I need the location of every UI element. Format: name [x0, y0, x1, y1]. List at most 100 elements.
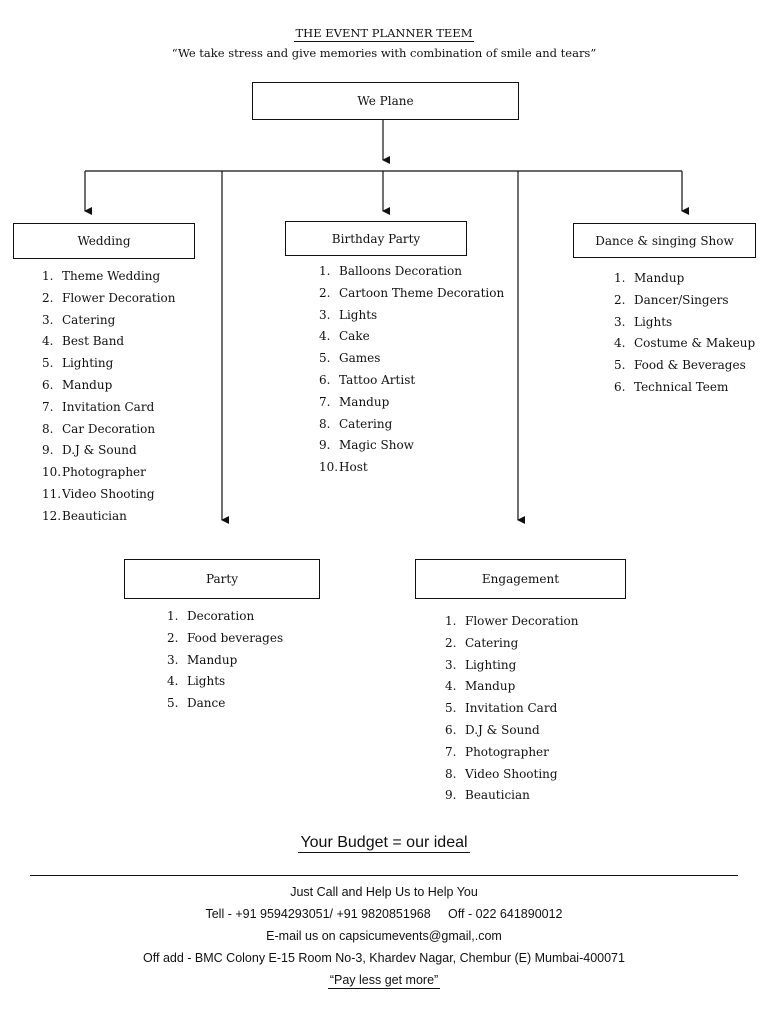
- budget-slogan-text: Your Budget = our ideal: [298, 834, 470, 853]
- list-item-number: 7.: [445, 744, 457, 759]
- footer-slogan-line: “Pay less get more”: [0, 973, 768, 989]
- list-item: 9.Magic Show: [319, 435, 504, 457]
- list-item: 6.Tattoo Artist: [319, 370, 504, 392]
- list-item: 3.Mandup: [167, 650, 283, 672]
- list-item: 5.Invitation Card: [445, 698, 578, 720]
- list-item: 4. Costume & Makeup: [614, 333, 755, 355]
- list-item-number: 9.: [42, 443, 54, 458]
- list-item-number: 3.: [614, 314, 626, 329]
- list-item-number: 6.: [445, 722, 457, 737]
- list-item-number: 2.: [42, 290, 54, 305]
- list-item-number: 4.: [167, 674, 179, 689]
- dance-node: Dance & singing Show: [573, 223, 756, 258]
- list-item-label: Best Band: [62, 334, 125, 349]
- list-item-number: 1.: [167, 609, 179, 623]
- list-item: 5.Lighting: [42, 353, 175, 375]
- list-item: 2.Dancer/Singers: [614, 290, 755, 312]
- list-item-label: Lights: [634, 314, 673, 329]
- tagline: “We take stress and give memories with c…: [171, 46, 597, 60]
- list-item-number: 10.: [319, 460, 339, 475]
- budget-slogan: Your Budget = our ideal: [0, 834, 768, 853]
- divider: [30, 875, 738, 876]
- list-item-number: 9.: [445, 788, 457, 803]
- list-item-number: 2.: [614, 292, 626, 307]
- birthday-list: 1.Balloons Decoration 2. Cartoon Theme Dec…: [319, 261, 504, 479]
- list-item-label: D.J & Sound: [62, 443, 137, 458]
- party-node: Party: [124, 559, 320, 599]
- list-item-label: Magic Show: [339, 438, 414, 453]
- list-item-label: Cake: [339, 329, 370, 344]
- list-item-number: 8.: [445, 766, 457, 781]
- list-item: 7.Invitation Card: [42, 397, 175, 419]
- list-item: 8.Car Decoration: [42, 419, 175, 441]
- page-title: THE EVENT PLANNER TEEM: [0, 26, 768, 42]
- list-item-number: 2.: [319, 285, 331, 300]
- list-item: 3.Catering: [42, 310, 175, 332]
- list-item-label: Tattoo Artist: [339, 372, 416, 387]
- list-item: 2.Food beverages: [167, 628, 283, 650]
- list-item-number: 2.: [445, 635, 457, 650]
- list-item-label: Decoration: [187, 609, 255, 623]
- list-item-label: Mandup: [465, 679, 516, 694]
- list-item: 2. Cartoon Theme Decoration: [319, 283, 504, 305]
- list-item-label: Mandup: [634, 271, 685, 285]
- list-item-number: 1.: [445, 614, 457, 628]
- list-item: 4.Cake: [319, 326, 504, 348]
- list-item-label: Food & Beverages: [634, 358, 746, 373]
- list-item-number: 5.: [42, 356, 54, 371]
- list-item-label: Mandup: [62, 377, 113, 392]
- list-item-number: 11.: [42, 486, 62, 501]
- list-item-number: 7.: [319, 394, 331, 409]
- root-node: We Plane: [252, 82, 519, 120]
- list-item-label: Costume & Makeup: [634, 336, 756, 351]
- list-item: 7.Photographer: [445, 742, 578, 764]
- list-item-label: Games: [339, 351, 381, 366]
- list-item-number: 3.: [319, 307, 331, 322]
- list-item-number: 1.: [42, 269, 54, 283]
- list-item-number: 4.: [614, 336, 626, 351]
- list-item-label: Catering: [62, 312, 116, 327]
- list-item: 5.Dance: [167, 693, 283, 715]
- list-item-number: 6.: [614, 379, 626, 394]
- footer-email-line: E-mail us on capsicumevents@gmail,.com: [266, 929, 502, 943]
- list-item-number: 2.: [167, 630, 179, 645]
- list-item-label: Mandup: [339, 394, 390, 409]
- list-item: 10.Photographer: [42, 462, 175, 484]
- list-item-label: Invitation Card: [62, 399, 155, 414]
- list-item: 6. Mandup: [42, 375, 175, 397]
- list-item: 1.Flower Decoration: [445, 611, 578, 633]
- list-item: 9.Beautician: [445, 785, 578, 807]
- list-item-label: Technical Teem: [634, 379, 729, 394]
- list-item-number: 8.: [42, 421, 54, 436]
- list-item-label: Video Shooting: [465, 766, 558, 781]
- list-item-label: Lights: [187, 674, 226, 689]
- list-item-label: Lighting: [465, 657, 517, 672]
- list-item: 5. Food & Beverages: [614, 355, 755, 377]
- footer-phone-line: Tell - +91 9594293051/ +91 9820851968 Of…: [205, 907, 563, 921]
- footer-call-line: Just Call and Help Us to Help You: [290, 885, 478, 899]
- list-item-number: 12.: [42, 508, 62, 523]
- list-item: 3. Lights: [319, 305, 504, 327]
- list-item: 6.D.J & Sound: [445, 720, 578, 742]
- list-item-number: 8.: [319, 416, 331, 431]
- list-item: 8. Video Shooting: [445, 764, 578, 786]
- list-item-label: Cartoon Theme Decoration: [339, 285, 505, 300]
- footer-address-line: Off add - BMC Colony E-15 Room No-3, Kha…: [143, 951, 625, 965]
- list-item-label: Balloons Decoration: [339, 264, 462, 278]
- list-item: 12.Beautician: [42, 506, 175, 528]
- list-item-number: 5.: [445, 701, 457, 716]
- list-item: 10.Host: [319, 457, 504, 479]
- list-item-number: 6.: [42, 377, 54, 392]
- list-item-number: 5.: [614, 358, 626, 373]
- list-item: 3.Lighting: [445, 655, 578, 677]
- list-item: 6. Technical Teem: [614, 377, 755, 399]
- list-item: 2.Flower Decoration: [42, 288, 175, 310]
- list-item-label: Mandup: [187, 652, 238, 667]
- list-item-label: Lights: [339, 307, 378, 322]
- list-item: 11.Video Shooting: [42, 484, 175, 506]
- list-item: 1.Balloons Decoration: [319, 261, 504, 283]
